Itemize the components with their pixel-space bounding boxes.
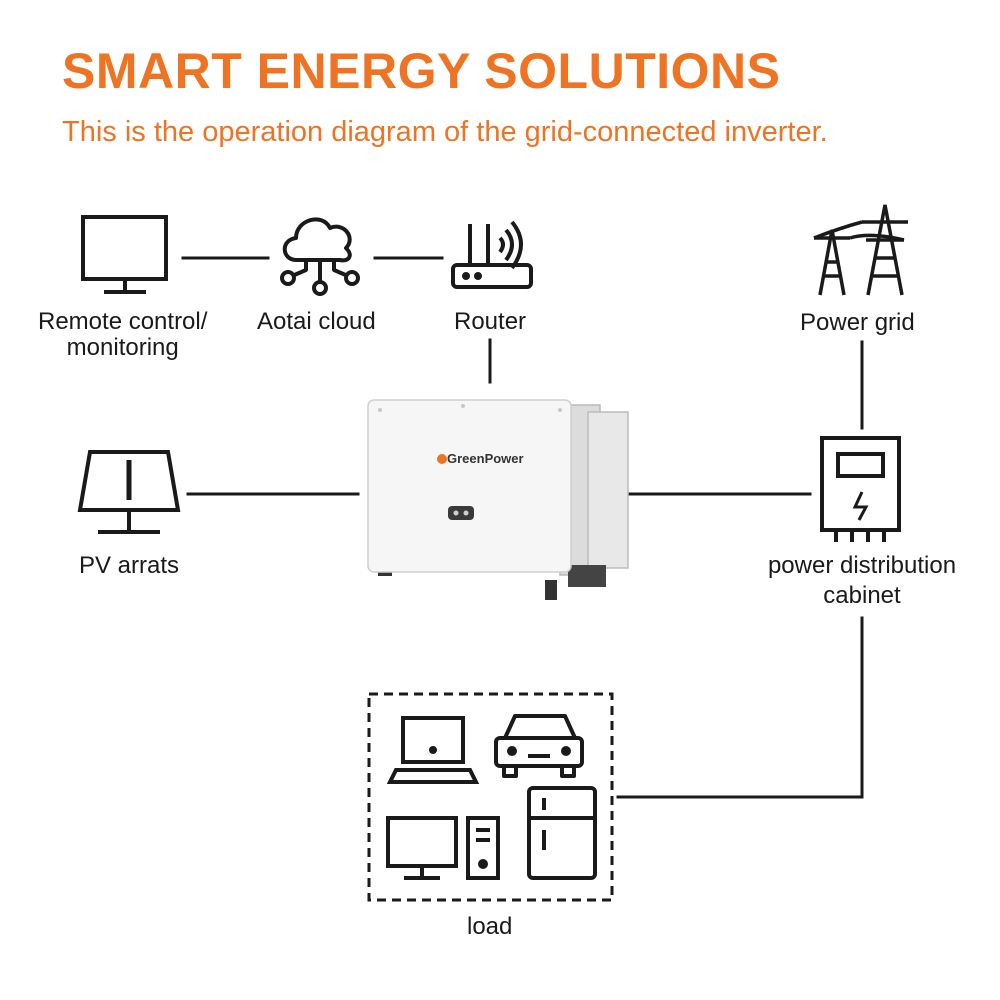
car-icon [494,714,584,778]
router-icon [451,220,533,289]
cloud-label: Aotai cloud [257,308,376,335]
monitor-icon [81,215,168,294]
page-subtitle: This is the operation diagram of the gri… [62,116,828,148]
laptop-icon [386,716,480,784]
cabinet-label: power distribution cabinet [767,552,957,610]
inverter-icon [367,399,629,600]
solar-panel-icon [77,450,181,534]
load-box [367,692,614,902]
pv-label: PV arrats [79,552,180,579]
desktop-computer-icon [386,816,500,880]
connector-cabinet-load [616,616,864,799]
power-tower-icon [813,204,908,296]
grid-label: Power grid [800,309,915,336]
refrigerator-icon [527,786,597,880]
load-label: load [467,913,513,940]
router-label: Router [454,308,527,335]
cloud-network-icon [280,217,360,296]
page-title: SMART ENERGY SOLUTIONS [62,43,781,99]
distribution-cabinet-icon [820,436,901,542]
remote-label: Remote control/ monitoring [38,308,208,362]
inverter-brand: GreenPower [447,451,524,466]
